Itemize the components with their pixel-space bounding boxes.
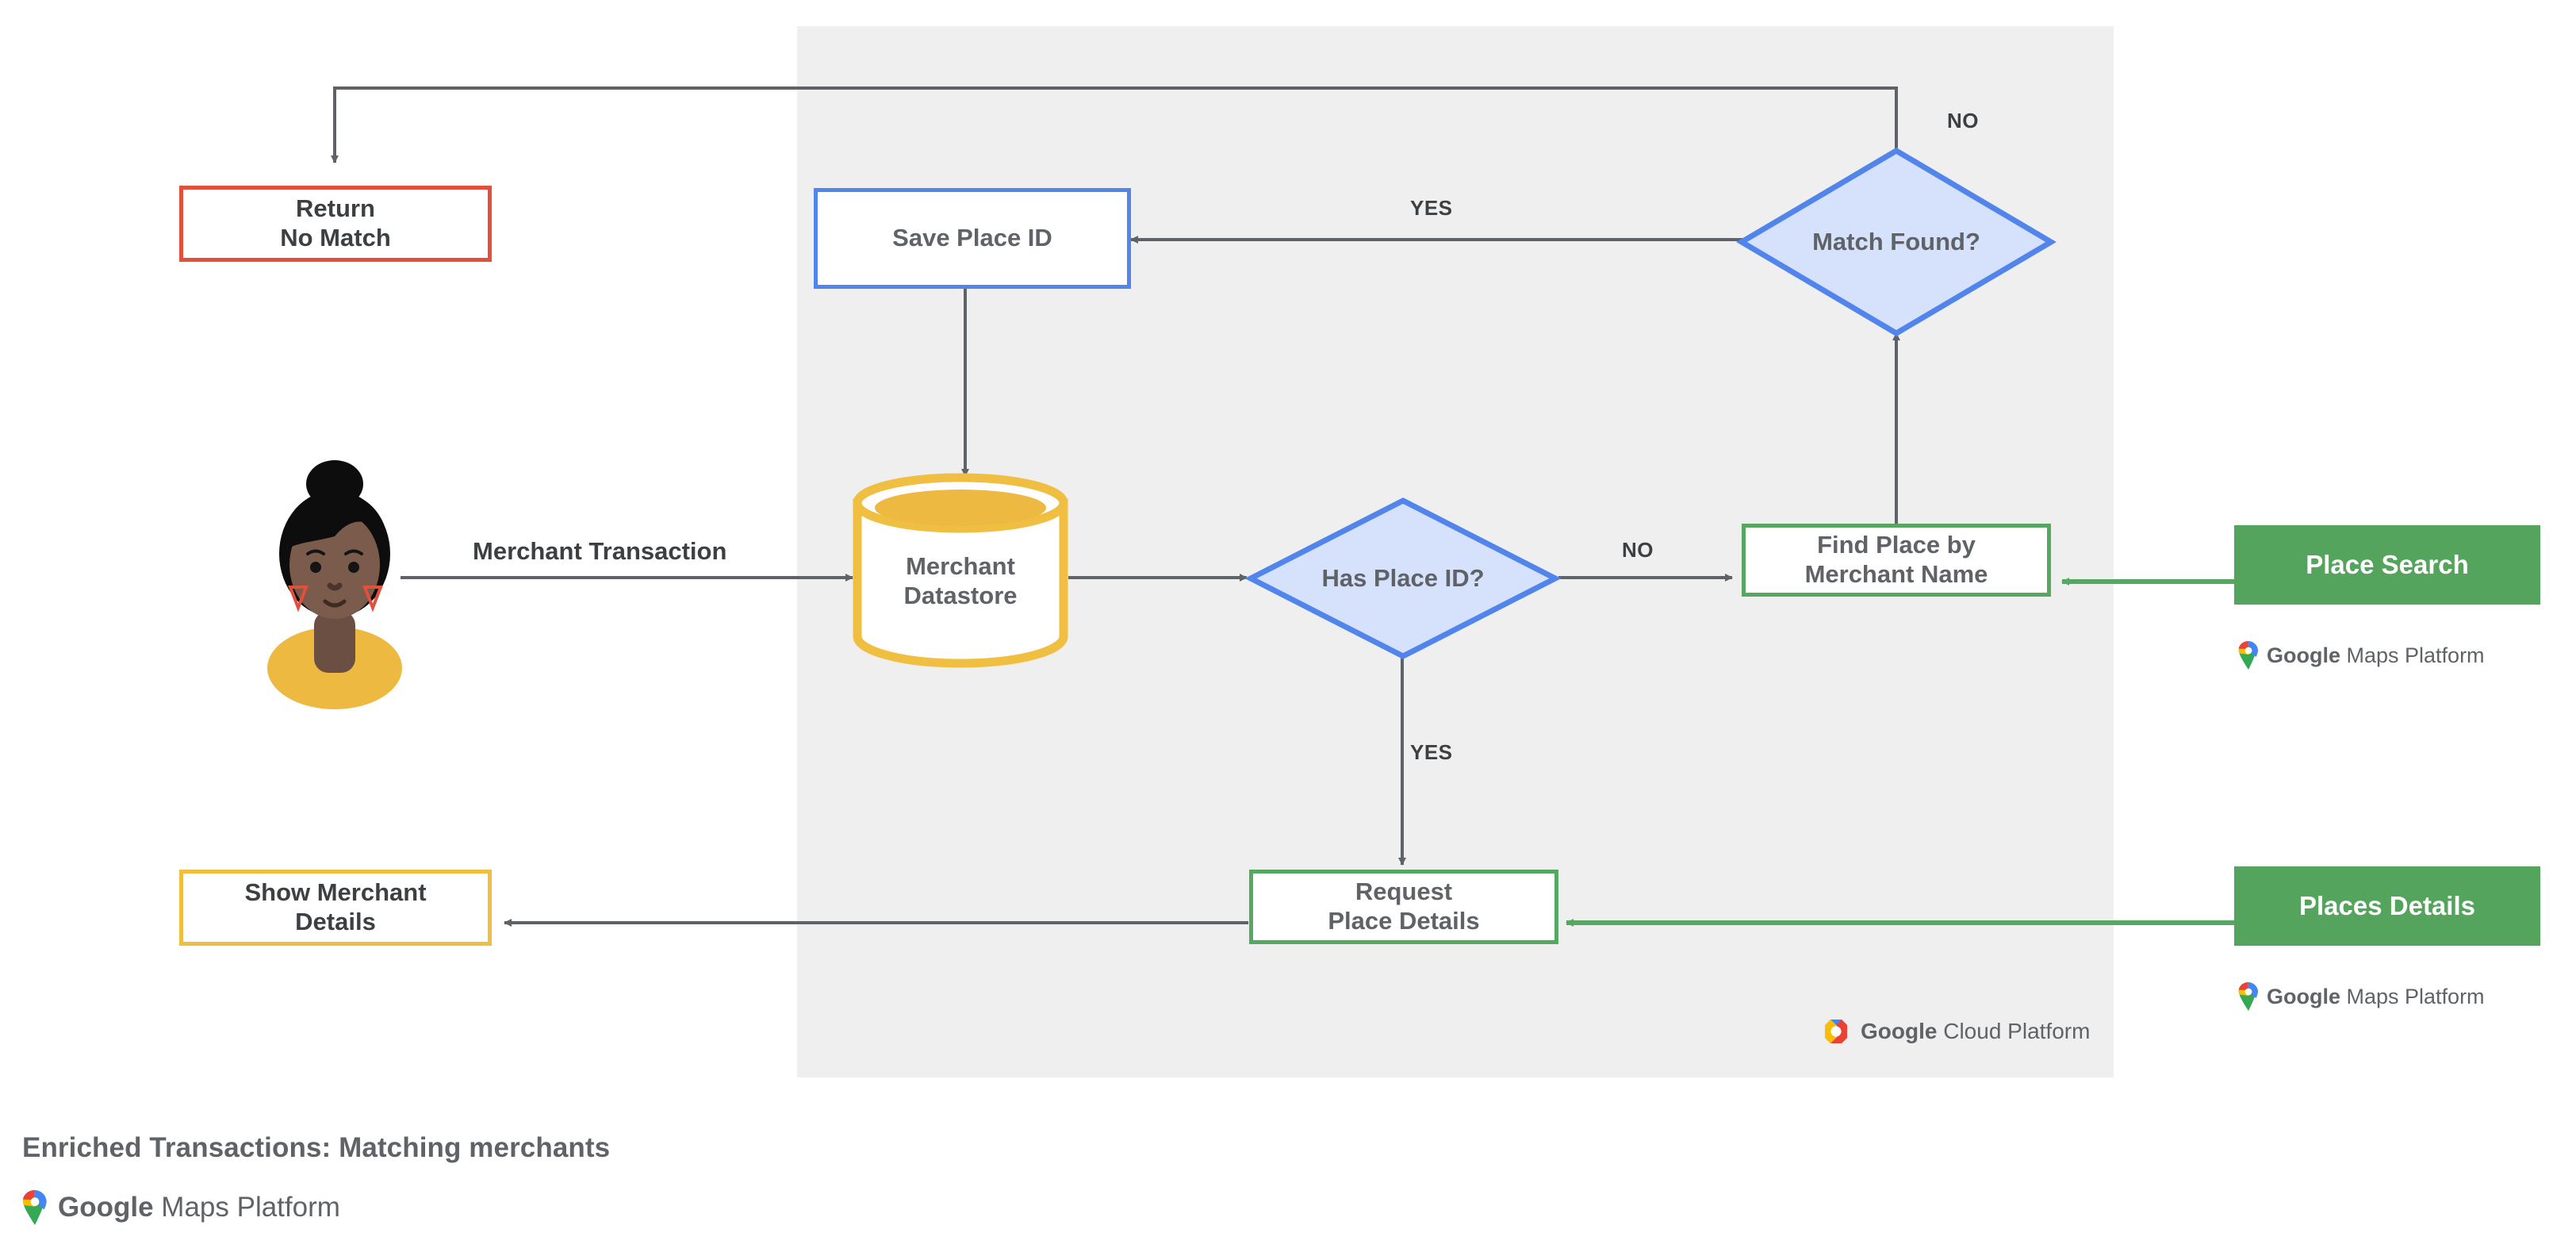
node-label-line2: Merchant Name xyxy=(1804,560,1988,588)
node-find-place-by-merchant-name[interactable]: Find Place by Merchant Name xyxy=(1742,524,2051,597)
node-match-found[interactable] xyxy=(1736,147,2057,337)
edge-label-yes-has-place-id: YES xyxy=(1410,740,1453,764)
node-label-line2: Place Details xyxy=(1328,907,1480,935)
node-label-line1: Return xyxy=(296,194,375,223)
api-box-label: Places Details xyxy=(2299,891,2475,920)
node-request-place-details[interactable]: Request Place Details xyxy=(1249,870,1558,944)
edge-label-yes-match-found: YES xyxy=(1410,196,1453,220)
google-cloud-hexagon-icon xyxy=(1825,1020,1847,1043)
edge-label-no-match-found: NO xyxy=(1947,109,1979,132)
api-box-label: Place Search xyxy=(2306,550,2469,579)
api-box-places-details[interactable]: Places Details xyxy=(2234,866,2540,946)
brand-google-maps-platform-footer: Google Maps Platform xyxy=(22,1190,340,1225)
brand-google-maps-platform-place-search: Google Maps Platform xyxy=(2238,639,2555,672)
node-label-line1: Request xyxy=(1355,878,1453,906)
edge-label-no-has-place-id: NO xyxy=(1622,538,1654,562)
node-show-merchant-details[interactable]: Show Merchant Details xyxy=(179,870,492,946)
node-label-line2: Details xyxy=(295,908,376,935)
node-label-line2: No Match xyxy=(280,224,391,252)
node-return-no-match[interactable]: Return No Match xyxy=(179,186,492,262)
google-maps-pin-icon xyxy=(22,1190,47,1225)
diamond-shape xyxy=(1736,147,2057,337)
brand-label: Google Cloud Platform xyxy=(1861,1019,2091,1043)
brand-label: Google Maps Platform xyxy=(2267,643,2485,667)
edge-no-match-to-return xyxy=(331,86,1898,163)
node-save-place-id[interactable]: Save Place ID xyxy=(814,188,1131,289)
google-maps-pin-icon xyxy=(2238,982,2258,1011)
brand-label: Google Maps Platform xyxy=(2267,984,2485,1008)
api-box-place-search[interactable]: Place Search xyxy=(2234,525,2540,605)
page-title: Enriched Transactions: Matching merchant… xyxy=(22,1132,611,1163)
merchant-avatar xyxy=(267,460,402,709)
node-label-line1: Show Merchant xyxy=(244,878,427,907)
cylinder-top-fill xyxy=(875,490,1046,526)
edge-label-merchant-transaction: Merchant Transaction xyxy=(473,537,727,565)
node-merchant-datastore[interactable] xyxy=(853,473,1068,668)
node-has-place-id[interactable] xyxy=(1244,497,1562,660)
diamond-shape xyxy=(1244,497,1562,659)
brand-google-cloud-platform: Google Cloud Platform xyxy=(1821,1018,2090,1045)
node-label-line1: Find Place by xyxy=(1817,531,1976,559)
node-label-line1: Save Place ID xyxy=(892,224,1052,252)
brand-label: Google Maps Platform xyxy=(58,1192,340,1223)
brand-google-maps-platform-places-details: Google Maps Platform xyxy=(2238,980,2555,1013)
google-maps-pin-icon xyxy=(2238,641,2258,670)
